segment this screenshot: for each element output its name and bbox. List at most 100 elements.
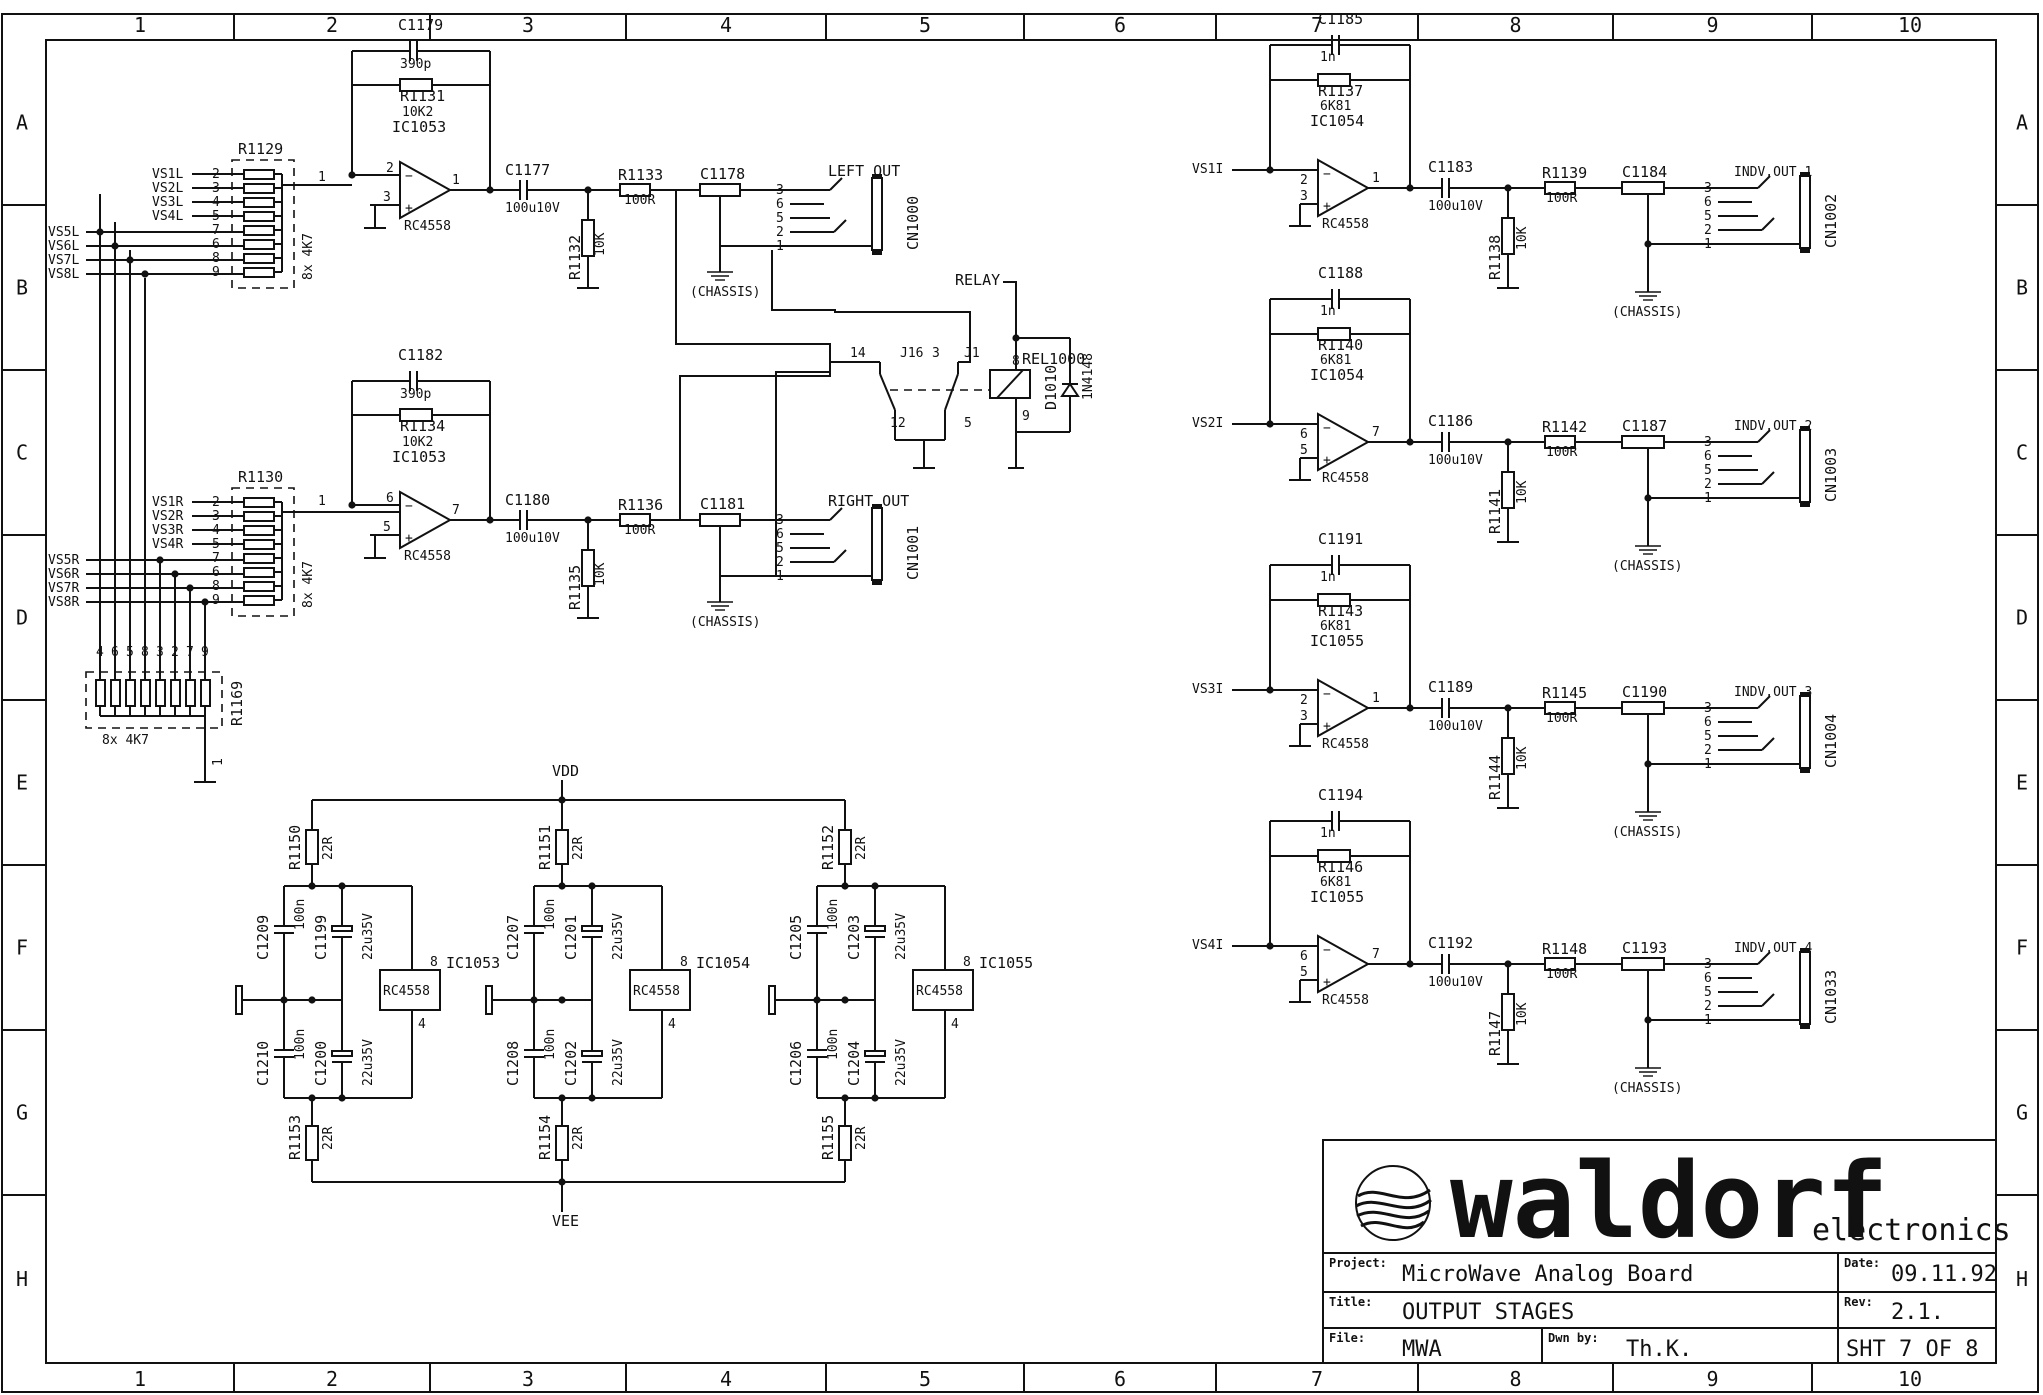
wire	[879, 373, 896, 411]
date-label: Date:	[1844, 1256, 1880, 1270]
opamp-pin-number: 2	[386, 161, 394, 176]
junction-dot	[1644, 1016, 1652, 1024]
resnet-value: 8x 4K7	[301, 561, 316, 608]
ground-terminal	[235, 985, 243, 1015]
chassis-label: (CHASSIS)	[1612, 825, 1682, 840]
connector-label: CN1001	[904, 526, 922, 580]
junction-dot	[871, 1094, 879, 1102]
capacitor-label: C1209	[254, 915, 272, 960]
wire	[1761, 737, 1775, 751]
jack-pin-number: 6	[776, 527, 784, 542]
junction-dot	[280, 996, 288, 1004]
junction-dot	[126, 256, 134, 264]
ferrite-filter-symbol	[1621, 957, 1665, 971]
wire	[833, 219, 847, 233]
resnet-outline	[85, 671, 223, 729]
net-label: VS3R	[152, 523, 183, 538]
resnet-pin-number: 7	[212, 551, 220, 566]
ferrite-filter-symbol	[699, 183, 741, 197]
ic-type-label: RC4558	[633, 984, 680, 999]
resistor-label: R1151	[536, 825, 554, 870]
jack-pin-number: 6	[1704, 449, 1712, 464]
label: +	[1323, 453, 1331, 468]
resnet-resistor	[243, 197, 275, 208]
chassis-label: (CHASSIS)	[1612, 559, 1682, 574]
grid-row-label-right: C	[2016, 441, 2028, 465]
resnet-resistor	[243, 239, 275, 250]
opamp-symbol-icon	[1317, 934, 1371, 994]
ic-label: IC1055	[1310, 888, 1364, 906]
resistor-label: R1139	[1542, 164, 1587, 182]
jack-pin-number: 5	[1704, 209, 1712, 224]
opamp-pin-number: 6	[386, 491, 394, 506]
resistor-value: 10K2	[402, 105, 433, 120]
indiv-output-2: VS2IC11881nR11406K81IC1054−+657RC4558C11…	[1192, 264, 1840, 574]
diode-label: D1010	[1042, 365, 1060, 410]
jack-contact	[1800, 768, 1810, 773]
indiv-output-3: VS3IC11911nR11436K81IC1055−+231RC4558C11…	[1192, 530, 1840, 840]
opamp-symbol-icon	[1317, 158, 1371, 218]
chassis-label: (CHASSIS)	[1612, 1081, 1682, 1096]
junction-dot	[1406, 704, 1414, 712]
jack-pin-number: 5	[1704, 729, 1712, 744]
grid-column-label-top: 3	[522, 13, 534, 37]
label: −	[1323, 687, 1331, 702]
grid-row-label-left: G	[16, 1101, 28, 1125]
ic-label: IC1054	[1310, 112, 1364, 130]
net-label: VS1R	[152, 495, 183, 510]
relay-pin-number: 5	[964, 416, 972, 431]
junction-dot	[841, 882, 849, 890]
resistor-symbol	[838, 829, 852, 865]
opamp-symbol-icon	[1317, 412, 1371, 472]
capacitor-label: C1180	[505, 491, 550, 509]
ic-label: IC1055	[1310, 632, 1364, 650]
relay-pin-number: 3	[932, 346, 940, 361]
capacitor-value: 22u35V	[361, 1039, 376, 1086]
resistor-symbol	[1317, 849, 1351, 863]
resistor-value: 22R	[854, 836, 869, 860]
net-label: VS5R	[48, 553, 79, 568]
resistor-value: 10K	[593, 562, 608, 586]
jack-label: INDV.OUT 3	[1734, 685, 1812, 700]
project-name: MicroWave Analog Board	[1402, 1262, 1693, 1287]
resistor-value: 100R	[1546, 711, 1577, 726]
capacitor-label: C1206	[787, 1041, 805, 1086]
indiv-output-1: VS1IC11851nR11376K81IC1054−+231RC4558C11…	[1192, 10, 1840, 320]
grid-column-label-bottom: 3	[522, 1367, 534, 1391]
title-block-frame	[1322, 1139, 1997, 1364]
net-label: VS7R	[48, 581, 79, 596]
opamp-pin-number: 1	[1372, 171, 1380, 186]
file-value: MWA	[1402, 1337, 1442, 1362]
ic-pin-number: 8	[963, 955, 971, 970]
jack-pin-number: 5	[776, 541, 784, 556]
ic-type-label: RC4558	[1322, 737, 1369, 752]
capacitor-value: 100u10V	[1428, 199, 1483, 214]
grid-column-label-bottom: 4	[720, 1367, 732, 1391]
net-label: VS8L	[48, 267, 79, 282]
title-block: waldorf electronics Project: MicroWave A…	[1322, 1139, 2011, 1364]
channel-left_channel: C1179390pR113110K2IC1053−+231RC4558C1177…	[348, 16, 922, 300]
resistor-value: 100R	[1546, 967, 1577, 982]
net-label: VS1L	[152, 167, 183, 182]
ic-power-symbol	[629, 969, 691, 1011]
opamp-symbol-icon	[1317, 678, 1371, 738]
resistor-label: R1153	[286, 1115, 304, 1160]
jack-pin-number: 2	[1704, 743, 1712, 758]
junction-dot	[486, 186, 494, 194]
resnet-resistor	[170, 679, 181, 707]
filter-label: C1187	[1622, 417, 1667, 435]
ic-type-label: RC4558	[1322, 993, 1369, 1008]
junction-dot	[1406, 438, 1414, 446]
opamp-pin-number: 3	[383, 190, 391, 205]
capacitor-label: C1177	[505, 161, 550, 179]
jack-pin-number: 3	[1704, 957, 1712, 972]
jack-pin-number: 5	[776, 211, 784, 226]
ic-label: IC1054	[1310, 366, 1364, 384]
grid-row-label-left: H	[16, 1267, 28, 1291]
junction-dot	[186, 584, 194, 592]
wire	[829, 177, 843, 191]
junction-dot	[1644, 494, 1652, 502]
diode-symbol	[1060, 382, 1080, 397]
